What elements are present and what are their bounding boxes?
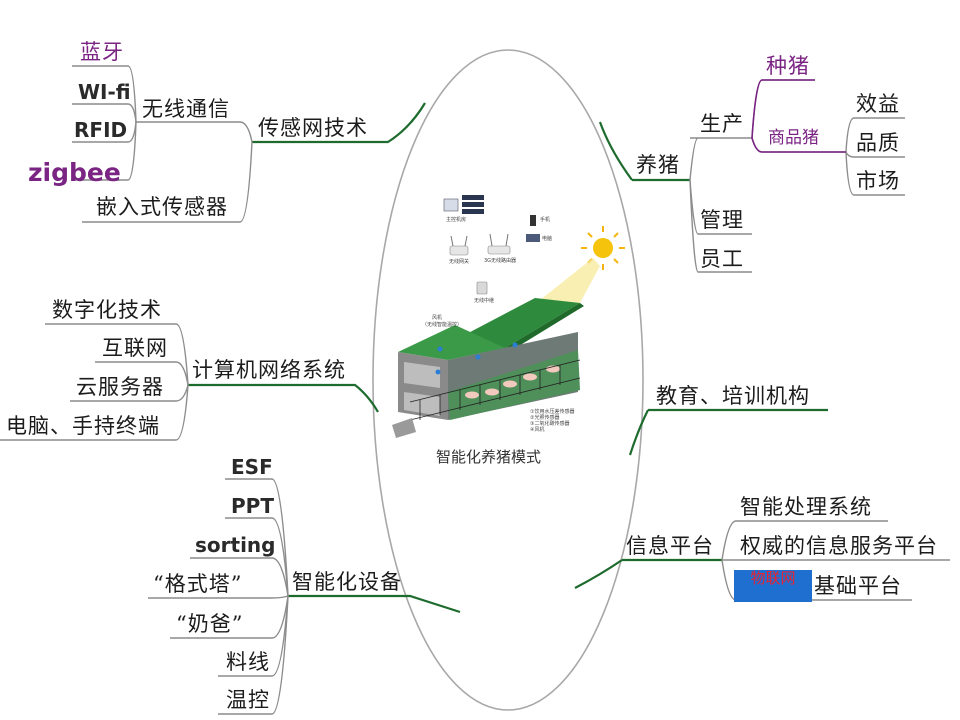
illustration-label: 无线网关 xyxy=(449,259,470,265)
quality-label: 品质 xyxy=(856,131,900,155)
breeding-pig-label: 种猪 xyxy=(766,54,810,78)
esf-label: ESF xyxy=(231,455,273,479)
commercial-pig-label: 商品猪 xyxy=(768,128,819,148)
illustration-label: 无线中继 xyxy=(474,298,495,304)
terminal-label: 电脑、手持终端 xyxy=(6,414,160,438)
computer-network-label: 计算机网络系统 xyxy=(192,358,346,382)
illustration-label: 风机 xyxy=(432,315,443,321)
illustration-label: （无线智能温控） xyxy=(422,322,463,328)
iot-badge: 物联网 xyxy=(734,570,812,602)
benefit-label: 效益 xyxy=(856,92,900,116)
zigbee-label: zigbee xyxy=(28,158,121,187)
production-label: 生产 xyxy=(700,112,744,136)
sub-branch-lines xyxy=(0,65,950,715)
bluetooth-label: 蓝牙 xyxy=(80,40,124,64)
smart-processing-label: 智能处理系统 xyxy=(740,495,872,519)
sensor-network-label: 传感网技术 xyxy=(258,116,368,140)
fan-icon xyxy=(435,342,518,375)
embedded-sensor-label: 嵌入式传感器 xyxy=(96,195,228,219)
management-label: 管理 xyxy=(700,208,744,232)
staff-label: 员工 xyxy=(700,247,744,271)
cloud-server-label: 云服务器 xyxy=(76,375,164,399)
illustration-label: ③二氧化碳传感器 xyxy=(530,421,570,427)
center-oval xyxy=(372,49,644,711)
rfid-label: RFID xyxy=(74,118,128,142)
server-icon xyxy=(443,195,484,214)
wireless-comm-label: 无线通信 xyxy=(142,97,230,121)
gestalt-label: “格式塔” xyxy=(153,572,243,596)
illustration-label: 3G无线路由器 xyxy=(484,258,517,264)
illustration-label: ④风机 xyxy=(530,427,545,433)
purple-branch-lines xyxy=(751,79,846,153)
education-label: 教育、培训机构 xyxy=(656,384,810,408)
illustration-label: ①饮用水压差传感器 xyxy=(530,409,575,415)
feed-line-label: 料线 xyxy=(226,650,270,674)
digital-tech-label: 数字化技术 xyxy=(52,298,162,322)
laptop-icon xyxy=(526,234,540,242)
illustration-label: 手机 xyxy=(540,217,551,223)
market-label: 市场 xyxy=(856,169,900,193)
wifi-label: WI-fi xyxy=(78,80,131,104)
internet-label: 互联网 xyxy=(102,336,168,360)
phone-icon xyxy=(530,215,536,226)
base-platform-label: 基础平台 xyxy=(814,574,902,598)
temp-control-label: 温控 xyxy=(226,688,270,712)
pig-farming-label: 养猪 xyxy=(636,153,680,177)
center-caption: 智能化养猪模式 xyxy=(436,448,542,466)
illustration-label: 主控机房 xyxy=(446,217,467,223)
sorting-label: sorting xyxy=(195,533,276,557)
nanny-label: “奶爸” xyxy=(176,612,244,636)
router-icon xyxy=(449,233,511,295)
illustration-label: 电脑 xyxy=(542,236,553,242)
farm-illustration xyxy=(392,195,625,438)
ppt-label: PPT xyxy=(231,494,274,518)
branch-stems xyxy=(188,102,828,614)
info-service-label: 权威的信息服务平台 xyxy=(740,534,938,558)
illustration-label: ②光照传感器 xyxy=(530,415,560,421)
info-platform-label: 信息平台 xyxy=(626,534,714,558)
smart-devices-label: 智能化设备 xyxy=(292,570,402,594)
